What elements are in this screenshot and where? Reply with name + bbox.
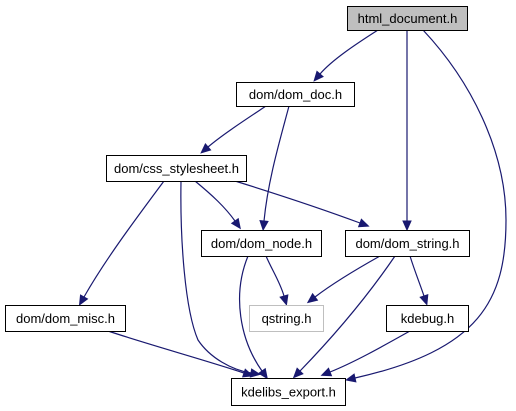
node-label: dom/css_stylesheet.h (114, 161, 239, 176)
edge-line (314, 255, 381, 298)
edge-line (299, 255, 396, 372)
node-dom-dom-misc-h[interactable]: dom/dom_misc.h (5, 305, 126, 332)
edge-dom_dom_string_h-to-kdebug_h (409, 255, 429, 306)
edge-arrowhead (402, 220, 412, 232)
node-box (345, 230, 470, 257)
edge-arrowhead (259, 220, 269, 232)
node-label: html_document.h (358, 11, 458, 26)
edge-dom_dom_doc_h-to-dom_css_stylesheet_h (200, 105, 267, 154)
edge-arrowhead (357, 218, 370, 228)
edge-line (319, 29, 379, 75)
edge-dom_dom_doc_h-to-dom_dom_node_h (259, 105, 290, 232)
edge-dom_dom_string_h-to-kdelibs_export_h (292, 255, 396, 379)
edge-arrowhead (292, 367, 304, 379)
edge-html_document_h-to-kdelibs_export_h (345, 29, 507, 383)
edge-arrowhead (230, 217, 241, 230)
node-label: dom/dom_misc.h (16, 311, 115, 326)
node-dom-css-stylesheet-h[interactable]: dom/css_stylesheet.h (106, 155, 247, 182)
node-dom-dom-doc-h[interactable]: dom/dom_doc.h (236, 82, 355, 107)
edge-line (329, 330, 411, 373)
edge-arrowhead (306, 292, 319, 304)
node-box (249, 305, 324, 332)
edge-line (107, 330, 245, 374)
edge-line (234, 180, 361, 224)
node-label: dom/dom_doc.h (249, 87, 342, 102)
node-box (106, 155, 247, 182)
edge-arrowhead (78, 294, 89, 306)
edges-layer (78, 29, 507, 383)
edge-arrowhead (320, 367, 333, 377)
edge-line (83, 180, 165, 298)
node-dom-dom-node-h[interactable]: dom/dom_node.h (201, 230, 322, 257)
edge-line (409, 255, 425, 297)
edge-dom_dom_node_h-to-qstring_h (265, 255, 289, 306)
node-label: qstring.h (262, 311, 312, 326)
edge-line (194, 180, 236, 222)
edge-dom_dom_misc_h-to-kdelibs_export_h (107, 330, 254, 378)
node-kdelibs-export-h[interactable]: kdelibs_export.h (231, 378, 346, 406)
node-qstring-h[interactable]: qstring.h (249, 305, 324, 332)
edge-dom_dom_node_h-to-kdelibs_export_h (239, 255, 268, 380)
node-html-document-h[interactable]: html_document.h (347, 6, 468, 31)
edge-dom_css_stylesheet_h-to-dom_dom_string_h (234, 180, 370, 228)
edge-arrowhead (419, 294, 429, 306)
edge-arrowhead (200, 143, 212, 154)
edge-dom_css_stylesheet_h-to-dom_dom_node_h (194, 180, 241, 230)
edge-line (354, 29, 507, 379)
node-label: kdebug.h (401, 311, 455, 326)
edge-dom_dom_string_h-to-qstring_h (306, 255, 381, 304)
edge-dom_css_stylesheet_h-to-kdelibs_export_h (180, 180, 262, 378)
edge-dom_css_stylesheet_h-to-dom_dom_misc_h (78, 180, 165, 306)
edge-arrowhead (313, 70, 324, 82)
node-box (236, 82, 355, 107)
node-box (386, 305, 469, 332)
edge-line (265, 255, 285, 297)
node-label: kdelibs_export.h (241, 385, 336, 400)
edge-line (263, 105, 290, 222)
edge-html_document_h-to-dom_dom_string_h (402, 29, 412, 232)
node-box (347, 6, 468, 31)
node-dom-dom-string-h[interactable]: dom/dom_string.h (345, 230, 470, 257)
edge-arrowhead (345, 373, 357, 383)
edge-arrowhead (249, 368, 262, 378)
edge-html_document_h-to-dom_dom_doc_h (313, 29, 379, 82)
edge-line (239, 255, 263, 372)
edge-arrowhead (257, 367, 268, 380)
node-label: dom/dom_node.h (211, 236, 312, 251)
node-box (201, 230, 322, 257)
node-box (231, 378, 346, 406)
edge-arrowhead (242, 368, 254, 378)
edge-arrowhead (279, 294, 289, 306)
edge-line (180, 180, 252, 374)
node-label: dom/dom_string.h (355, 236, 459, 251)
edge-kdebug_h-to-kdelibs_export_h (320, 330, 411, 377)
edge-line (207, 105, 267, 148)
nodes-layer: html_document.h dom/dom_doc.h dom/css_styl… (5, 6, 470, 406)
node-kdebug-h[interactable]: kdebug.h (386, 305, 469, 332)
node-box (5, 305, 126, 332)
